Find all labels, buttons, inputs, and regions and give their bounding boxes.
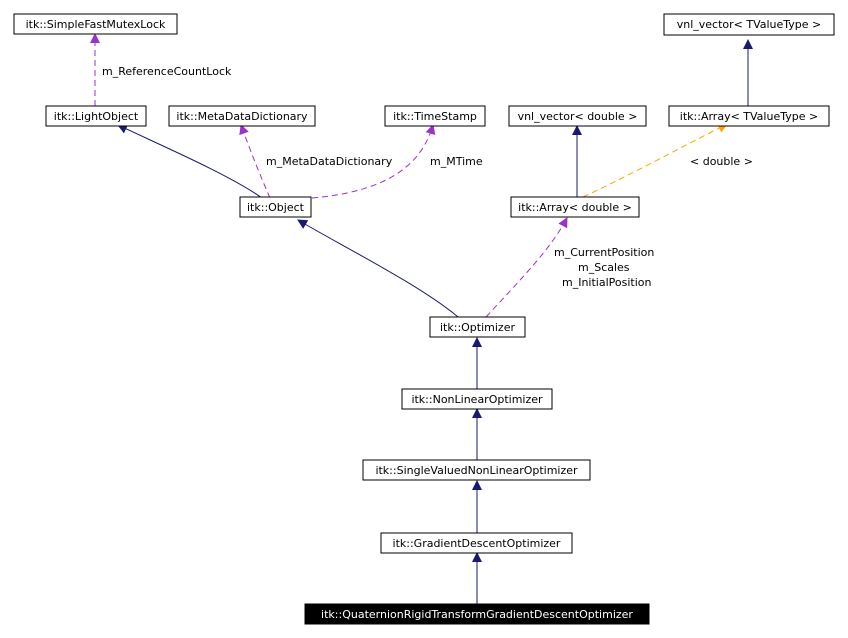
- edge-label-current-position: m_CurrentPosition: [554, 246, 654, 259]
- node-vnl-vector-tvaluetype[interactable]: vnl_vector< TValueType >: [663, 13, 835, 36]
- node-label: itk::Array< double >: [518, 201, 632, 214]
- node-array-tvaluetype[interactable]: itk::Array< TValueType >: [668, 105, 830, 127]
- edge-object-meta-data-dictionary: [239, 124, 271, 199]
- edge-label-meta-data-dictionary: m_MetaDataDictionary: [266, 155, 393, 168]
- node-label: itk::SingleValuedNonLinearOptimizer: [375, 464, 578, 477]
- node-label: itk::TimeStamp: [393, 110, 477, 123]
- edge-object-time-stamp: [311, 124, 436, 199]
- node-simple-fast-mutex-lock[interactable]: itk::SimpleFastMutexLock: [13, 13, 178, 35]
- node-quaternion-optimizer[interactable]: itk::QuaternionRigidTransformGradientDes…: [304, 603, 650, 625]
- node-label: itk::Object: [247, 201, 305, 214]
- node-optimizer[interactable]: itk::Optimizer: [429, 316, 526, 338]
- edge-object-light-object: [117, 124, 263, 199]
- node-gradient-descent-optimizer[interactable]: itk::GradientDescentOptimizer: [380, 532, 573, 554]
- node-label: itk::QuaternionRigidTransformGradientDes…: [321, 608, 633, 621]
- node-non-linear-optimizer[interactable]: itk::NonLinearOptimizer: [401, 388, 553, 410]
- node-single-valued-non-linear-optimizer[interactable]: itk::SingleValuedNonLinearOptimizer: [362, 459, 591, 481]
- node-vnl-vector-double[interactable]: vnl_vector< double >: [508, 105, 647, 127]
- node-label: vnl_vector< double >: [518, 110, 638, 123]
- node-label: itk::MetaDataDictionary: [176, 110, 308, 123]
- edge-label-template-arg: < double >: [690, 155, 753, 168]
- edge-label-scales: m_Scales: [578, 261, 630, 274]
- edge-array-double-array-tvaluetype: [582, 123, 728, 198]
- node-label: itk::LightObject: [54, 110, 139, 123]
- node-object[interactable]: itk::Object: [239, 196, 312, 218]
- node-label: vnl_vector< TValueType >: [677, 18, 822, 31]
- node-light-object[interactable]: itk::LightObject: [45, 105, 147, 127]
- node-label: itk::Array< TValueType >: [680, 110, 818, 123]
- edge-label-initial-position: m_InitialPosition: [562, 276, 652, 289]
- node-label: itk::NonLinearOptimizer: [411, 393, 543, 406]
- node-label: itk::SimpleFastMutexLock: [26, 18, 166, 31]
- node-time-stamp[interactable]: itk::TimeStamp: [384, 105, 486, 127]
- node-array-double[interactable]: itk::Array< double >: [510, 196, 640, 218]
- edge-label-reference-count-lock: m_ReferenceCountLock: [102, 65, 232, 78]
- edge-optimizer-array-double: [485, 217, 568, 318]
- edge-optimizer-object: [297, 219, 459, 318]
- node-meta-data-dictionary[interactable]: itk::MetaDataDictionary: [168, 105, 316, 127]
- node-label: itk::Optimizer: [440, 321, 515, 334]
- edge-label-mtime: m_MTime: [430, 155, 483, 168]
- node-label: itk::GradientDescentOptimizer: [393, 537, 561, 550]
